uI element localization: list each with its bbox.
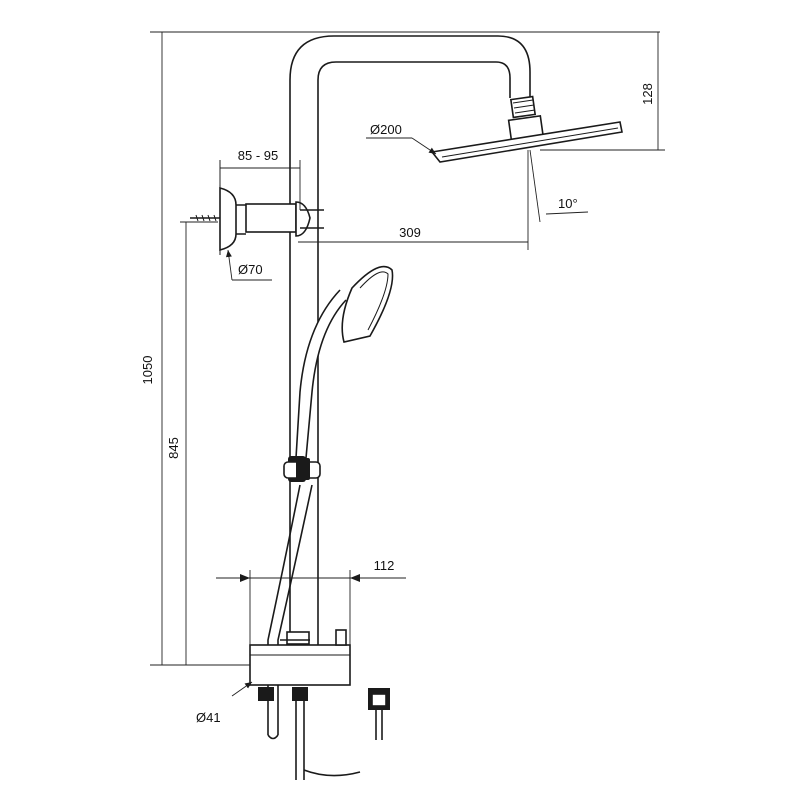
arm-reach-label: 309 (399, 225, 421, 240)
wall-bracket (190, 160, 324, 255)
shower-head (430, 114, 623, 163)
dimension-flange-diameter: Ø70 (225, 249, 272, 281)
shower-hose (267, 484, 313, 740)
tilt-angle-label: 10° (558, 196, 578, 211)
riser-pipe (289, 35, 531, 660)
dimension-wall-distance: 85 - 95 (219, 148, 301, 210)
arm-joint-nut (509, 95, 537, 119)
outlet-height-label: 845 (166, 437, 181, 459)
outlet-diameter-label: Ø41 (196, 710, 221, 725)
dimension-head-diameter: Ø200 (366, 122, 437, 155)
dimension-mixer-width: 112 (216, 558, 406, 645)
wall-distance-label: 85 - 95 (238, 148, 278, 163)
dimension-outlet-height: 845 (166, 221, 218, 665)
mixer-width-label: 112 (374, 558, 395, 573)
dimension-outlet-diameter: Ø41 (196, 681, 253, 725)
dimension-total-height: 1050 (140, 31, 660, 666)
dimension-arm-reach: 309 (298, 150, 529, 250)
dimension-tilt-angle: 10° (529, 149, 589, 223)
head-diameter-label: Ø200 (370, 122, 402, 137)
dimension-head-height: 128 (540, 32, 665, 151)
slider-holder (283, 456, 321, 482)
total-height-label: 1050 (140, 356, 155, 385)
hand-shower (295, 265, 394, 471)
head-height-label: 128 (640, 83, 655, 105)
flange-diameter-label: Ø70 (238, 262, 263, 277)
mixer-bar (249, 629, 390, 780)
